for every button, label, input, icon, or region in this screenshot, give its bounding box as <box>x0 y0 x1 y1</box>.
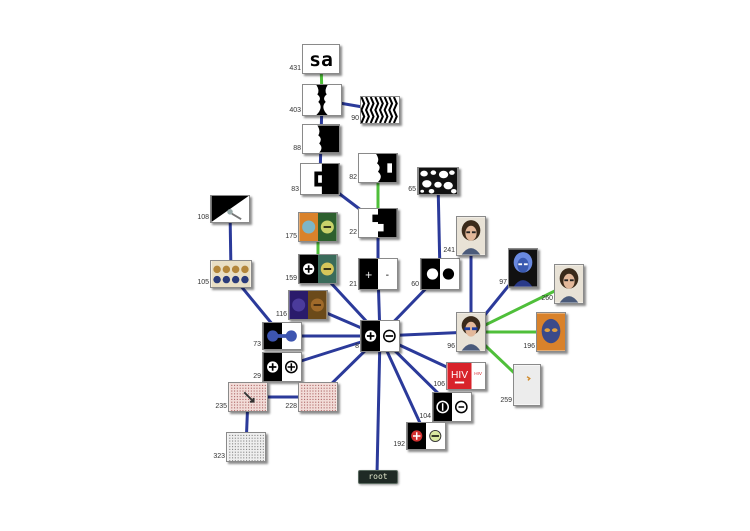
node-228[interactable] <box>298 382 338 412</box>
node-260[interactable] <box>554 264 584 304</box>
node-label-29: 29 <box>253 373 261 380</box>
node-label-403: 403 <box>289 107 301 114</box>
node-29[interactable] <box>262 352 302 382</box>
node-196[interactable] <box>536 312 566 352</box>
node-label-21: 21 <box>349 281 357 288</box>
node-label-105: 105 <box>197 279 209 286</box>
node-159[interactable] <box>298 254 338 284</box>
node-83[interactable] <box>300 163 340 195</box>
node-label-60: 60 <box>411 281 419 288</box>
node-label-323: 323 <box>213 453 225 460</box>
node-label-65: 65 <box>408 186 416 193</box>
node-323[interactable] <box>226 432 266 462</box>
node-label-159: 159 <box>285 275 297 282</box>
node-label-228: 228 <box>285 403 297 410</box>
svg-text:-: - <box>386 270 389 281</box>
node-22[interactable] <box>358 208 398 238</box>
node-label-104: 104 <box>419 413 431 420</box>
node-241[interactable] <box>456 216 486 256</box>
node-106[interactable]: HIV HIV <box>446 362 486 390</box>
node-21[interactable]: +- <box>358 258 398 290</box>
node-108[interactable] <box>210 195 250 223</box>
node-label-260: 260 <box>541 295 553 302</box>
node-60[interactable] <box>420 258 460 290</box>
svg-text:+: + <box>365 270 373 281</box>
svg-text:sa: sa <box>309 48 333 71</box>
node-label-82: 82 <box>349 174 357 181</box>
node-96[interactable] <box>456 312 486 352</box>
node-label-235: 235 <box>215 403 227 410</box>
node-192[interactable] <box>406 422 446 450</box>
node-116[interactable] <box>288 290 328 320</box>
node-label-431: 431 <box>289 65 301 72</box>
node-8[interactable] <box>360 320 400 352</box>
node-label-106: 106 <box>433 381 445 388</box>
node-label-8: 8 <box>355 343 359 350</box>
node-65[interactable] <box>417 167 459 195</box>
node-403[interactable] <box>302 84 342 116</box>
node-label-96: 96 <box>447 343 455 350</box>
svg-text:HIV: HIV <box>474 371 483 376</box>
svg-text:HIV: HIV <box>451 370 468 381</box>
node-73[interactable] <box>262 322 302 350</box>
node-label-259: 259 <box>500 397 512 404</box>
node-105[interactable] <box>210 260 252 288</box>
node-label-116: 116 <box>275 311 287 318</box>
node-90[interactable] <box>360 96 400 124</box>
node-88[interactable] <box>302 124 340 154</box>
node-431[interactable]: sa <box>302 44 340 74</box>
node-175[interactable] <box>298 212 338 242</box>
node-97[interactable] <box>508 248 538 288</box>
node-label-175: 175 <box>285 233 297 240</box>
node-label-83: 83 <box>291 186 299 193</box>
edge-root-8 <box>375 335 382 475</box>
node-label-22: 22 <box>349 229 357 236</box>
node-259[interactable] <box>513 364 541 406</box>
node-label-90: 90 <box>351 115 359 122</box>
node-label-73: 73 <box>253 341 261 348</box>
node-label-192: 192 <box>393 441 405 448</box>
node-label-97: 97 <box>499 279 507 286</box>
node-235[interactable] <box>228 382 268 412</box>
node-82[interactable] <box>358 153 398 183</box>
edge-8-192 <box>378 335 428 437</box>
node-label-196: 196 <box>523 343 535 350</box>
node-label-108: 108 <box>197 214 209 221</box>
edge-96-260 <box>470 282 570 334</box>
node-label-241: 241 <box>443 247 455 254</box>
node-104[interactable] <box>432 392 472 422</box>
root-button[interactable]: root <box>358 470 398 484</box>
node-label-88: 88 <box>293 145 301 152</box>
